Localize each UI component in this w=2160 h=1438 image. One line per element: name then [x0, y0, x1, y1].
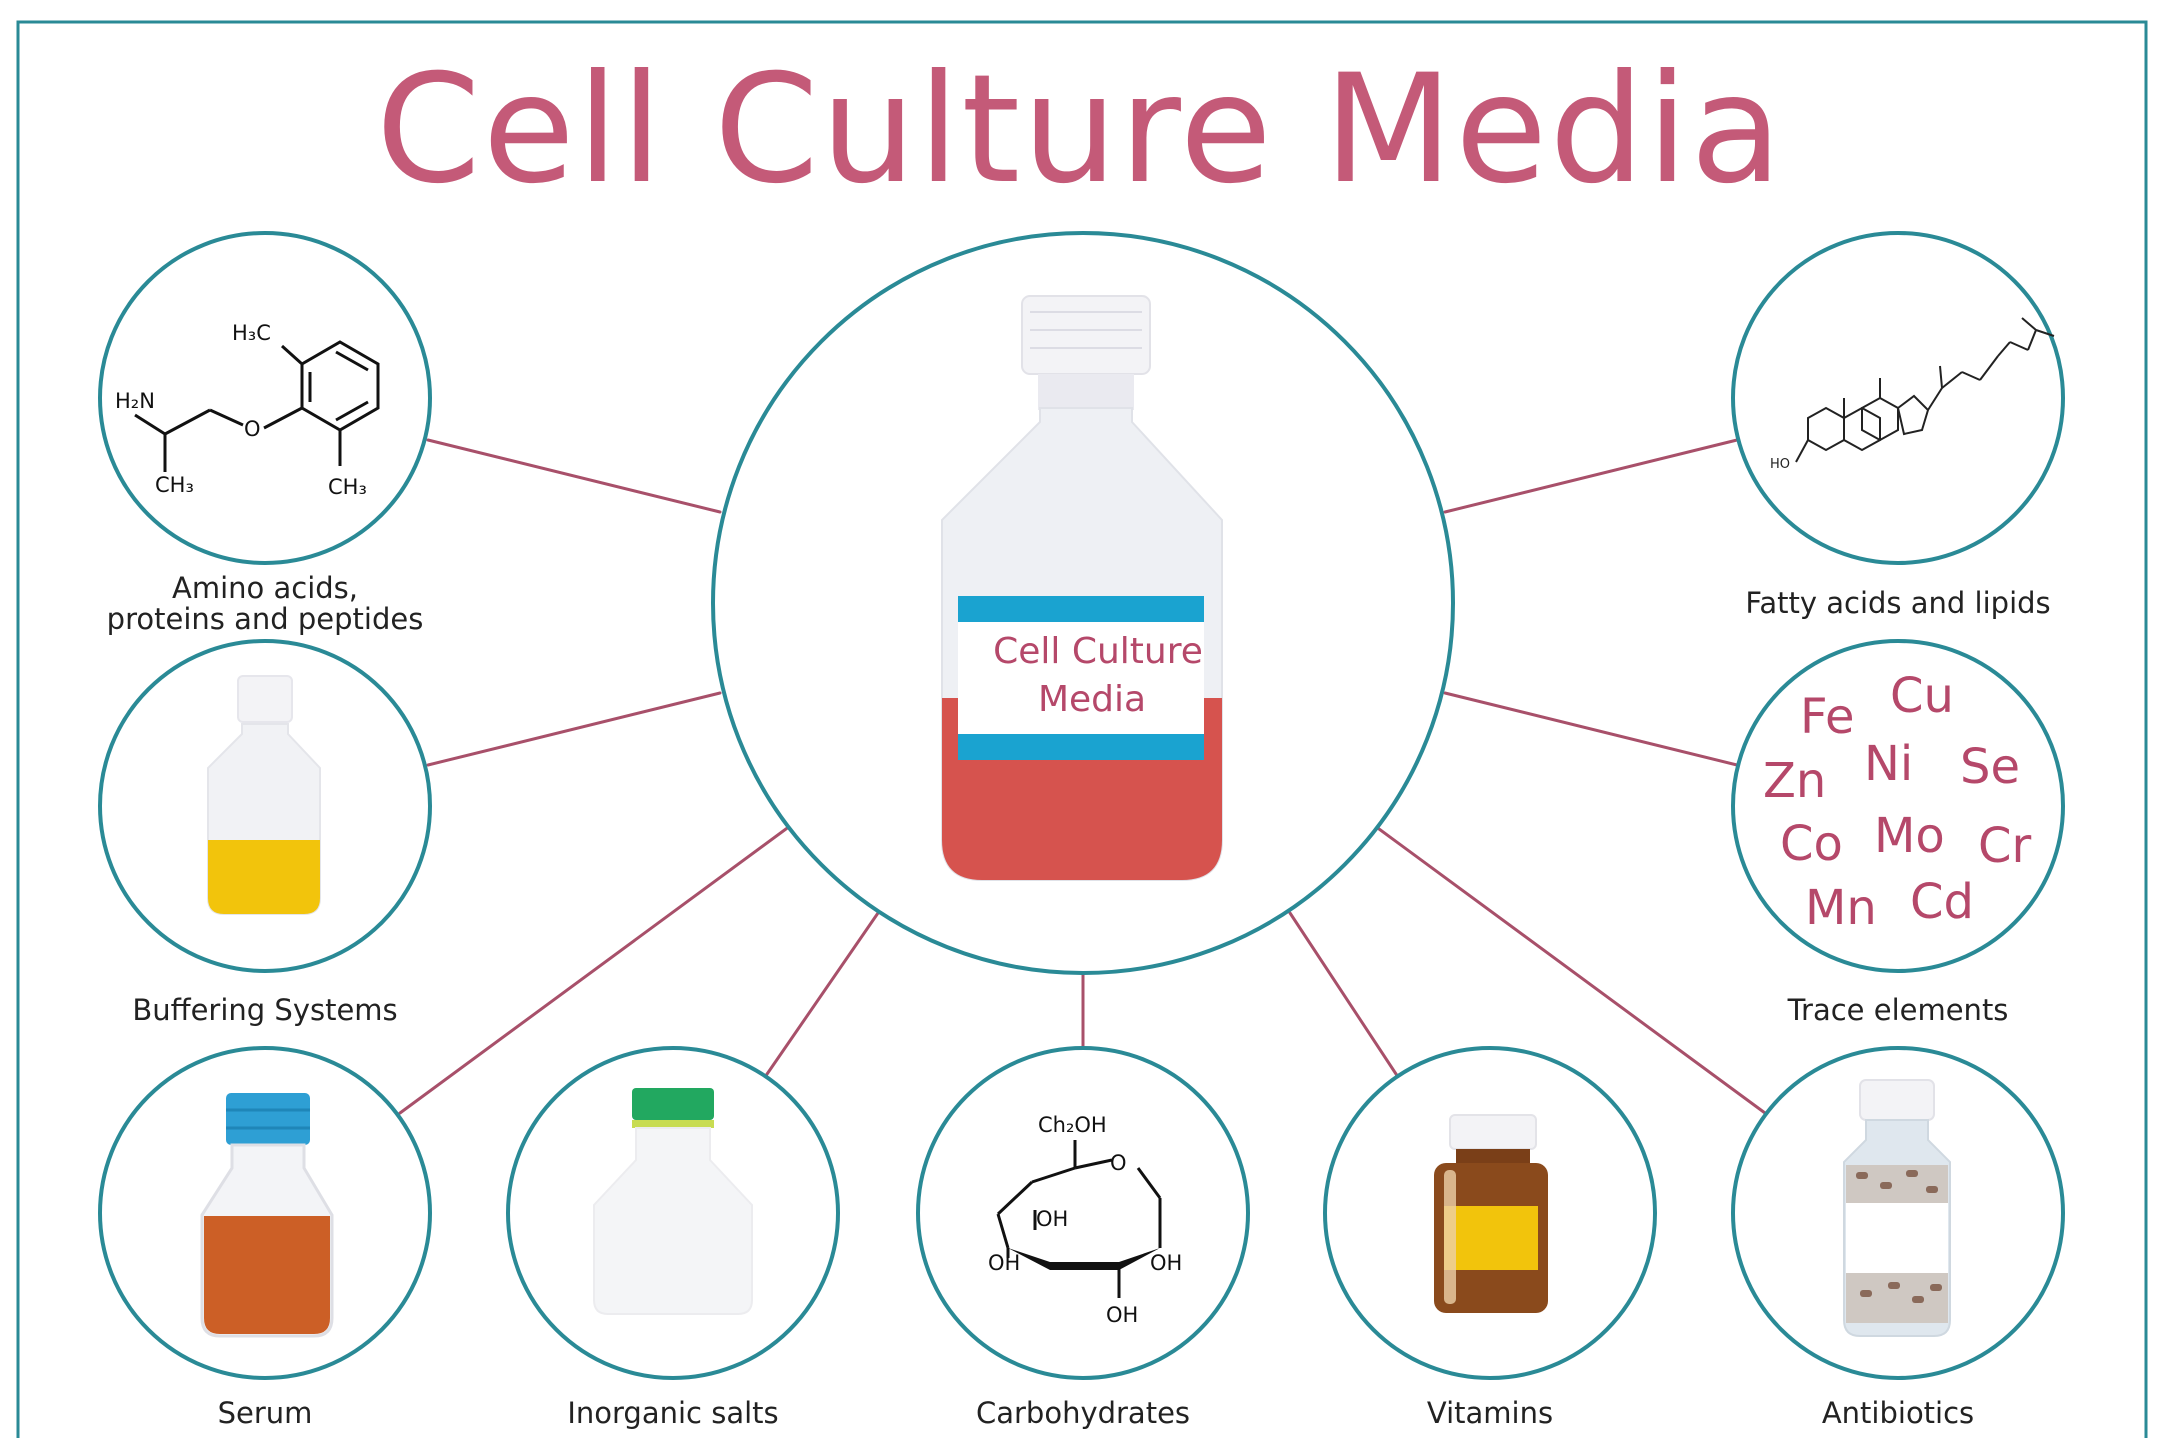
- lipid-ho: HO: [1770, 457, 1790, 472]
- bottle-label-line1: Cell Culture: [993, 631, 1203, 672]
- carb-oh-right: OH: [1150, 1251, 1182, 1275]
- connector-vitamins: [1288, 911, 1400, 1079]
- vitamins-label: Vitamins: [1426, 1396, 1554, 1430]
- element-ni: Ni: [1864, 736, 1913, 792]
- trace-elements: Fe Cu Zn Ni Se Co Mo Cr Mn Cd: [1763, 668, 2032, 936]
- outer-border: [16, 20, 2148, 1438]
- serum-cap: [226, 1093, 310, 1145]
- carb-structure: Ch₂OH O OH OH OH OH: [988, 1113, 1182, 1327]
- lipid-structure: HO: [1770, 317, 2055, 472]
- element-se: Se: [1960, 739, 2020, 795]
- inorganic-label: Inorganic salts: [567, 1396, 779, 1430]
- lipids-ring: [1731, 231, 2065, 565]
- element-mn: Mn: [1805, 880, 1877, 936]
- amino-o: O: [244, 417, 261, 441]
- carb-oh-left: OH: [988, 1251, 1020, 1275]
- antibiotic-vial: [1843, 1079, 1951, 1337]
- salt-cap: [632, 1088, 714, 1120]
- salt-bottle: [593, 1088, 753, 1315]
- carb-ring-o: O: [1110, 1151, 1127, 1175]
- element-cr: Cr: [1978, 818, 2032, 874]
- vitamin-label: [1444, 1206, 1538, 1270]
- element-co: Co: [1780, 816, 1843, 872]
- center-bottle: Cell Culture Media: [941, 295, 1223, 881]
- element-mo: Mo: [1874, 808, 1945, 864]
- connectors: [398, 438, 1767, 1115]
- element-fe: Fe: [1800, 689, 1855, 745]
- carb-ch2oh: Ch₂OH: [1038, 1113, 1107, 1137]
- amino-label-line2: proteins and peptides: [106, 602, 424, 637]
- antibiotic-pills: [1856, 1170, 1942, 1303]
- connector-amino: [426, 438, 722, 514]
- amino-ch3-left: CH₃: [155, 473, 194, 497]
- amino-label-line1: Amino acids,: [172, 571, 358, 605]
- antibiotics-label: Antibiotics: [1821, 1396, 1975, 1430]
- vitamin-cap: [1449, 1114, 1537, 1150]
- carbohydrates-ring: [916, 1046, 1250, 1380]
- carb-oh-top: OH: [1036, 1207, 1068, 1231]
- amino-h3c: H₃C: [232, 321, 271, 345]
- lipids-label: Fatty acids and lipids: [1745, 586, 2051, 620]
- carbohydrates-label: Carbohydrates: [975, 1396, 1191, 1430]
- carb-oh-bottom: OH: [1106, 1303, 1138, 1327]
- amino-ring: [98, 231, 432, 565]
- connector-antibiotics: [1373, 824, 1767, 1115]
- connector-lipids: [1443, 438, 1739, 514]
- amino-structure: H₃C H₂N O CH₃ CH₃: [115, 321, 380, 499]
- connector-inorganic: [763, 911, 880, 1079]
- connector-serum: [398, 824, 792, 1115]
- connector-buffering: [426, 691, 722, 767]
- amino-ch3-right: CH₃: [328, 475, 367, 499]
- serum-liquid: [204, 1216, 330, 1334]
- trace-label: Trace elements: [1787, 993, 2009, 1027]
- label-band-top: [958, 596, 1204, 622]
- carb-bold-edge: [1008, 1248, 1160, 1270]
- page-title: Cell Culture Media: [375, 43, 1785, 217]
- antibiotic-cap: [1859, 1079, 1935, 1121]
- amino-label: Amino acids, proteins and peptides: [65, 571, 465, 637]
- element-cu: Cu: [1890, 668, 1954, 724]
- amino-h2n: H₂N: [115, 389, 155, 413]
- serum-label: Serum: [217, 1396, 313, 1430]
- trace-ring: [1731, 639, 2065, 973]
- buffer-liquid: [208, 840, 320, 914]
- buffer-bottle: [207, 675, 321, 915]
- buffering-label: Buffering Systems: [132, 993, 398, 1027]
- bottle-label-line2: Media: [1038, 679, 1146, 720]
- serum-bottle: [200, 1093, 334, 1338]
- bottle-cap: [1021, 295, 1151, 375]
- vitamin-bottle: [1434, 1114, 1548, 1313]
- element-cd: Cd: [1910, 874, 1974, 930]
- element-zn: Zn: [1763, 753, 1826, 809]
- connector-trace: [1443, 691, 1739, 767]
- label-band-bottom: [958, 734, 1204, 760]
